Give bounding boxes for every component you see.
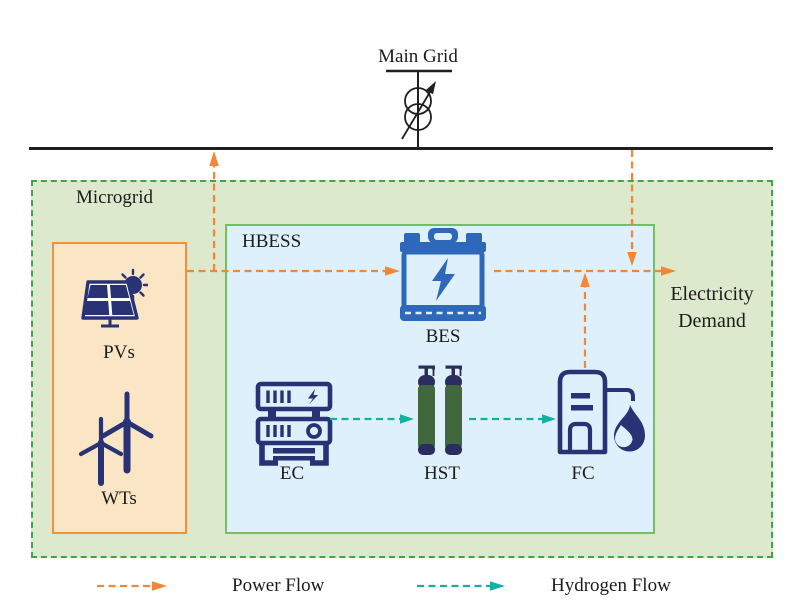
- bes-label: BES: [425, 326, 461, 347]
- wind-turbine-icon: [78, 391, 154, 486]
- electrolyzer-icon: [255, 381, 333, 466]
- electricity-demand-label: Electricity Demand: [670, 283, 754, 332]
- battery-icon: [400, 228, 486, 321]
- solar-panel-icon: [81, 268, 148, 328]
- pv-label: PVs: [103, 342, 135, 363]
- hbess-label: HBESS: [242, 231, 302, 252]
- fc-label: FC: [571, 463, 595, 484]
- wt-label: WTs: [101, 488, 137, 509]
- fuel-cell-icon: [557, 369, 645, 455]
- ec-label: EC: [279, 463, 305, 484]
- transformer-icon: [386, 69, 452, 150]
- hst-label: HST: [424, 463, 460, 484]
- main-bus-line: [29, 147, 773, 150]
- microgrid-label: Microgrid: [76, 187, 154, 208]
- main-grid-label: Main Grid: [378, 46, 458, 67]
- legend-power-flow-label: Power Flow: [232, 575, 325, 596]
- legend-hydrogen-flow-label: Hydrogen Flow: [551, 575, 671, 596]
- hydrogen-tank-icon: [418, 365, 462, 455]
